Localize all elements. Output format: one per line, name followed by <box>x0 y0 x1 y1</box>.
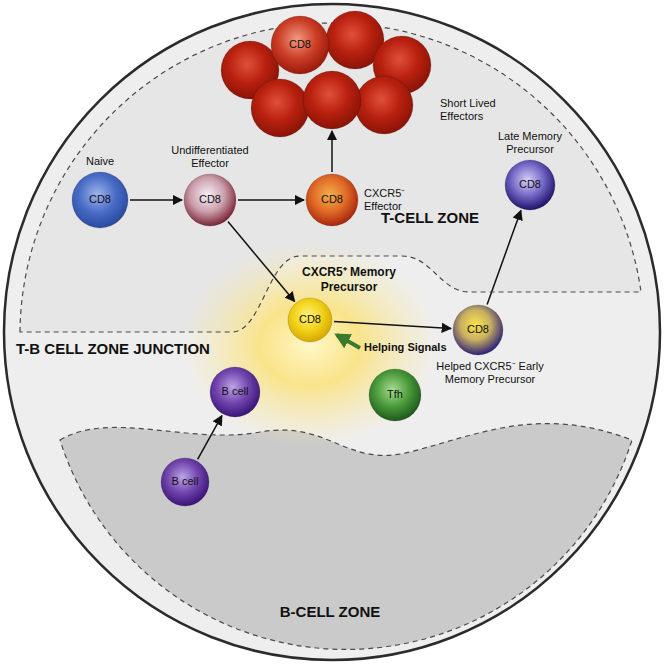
cell-body <box>306 174 358 226</box>
zone-fill <box>60 424 632 650</box>
cell-name: Tfh <box>387 388 403 401</box>
arrow-connector <box>334 321 451 328</box>
b-cell-zone: B-CELL ZONE B cell <box>58 405 638 653</box>
cell-name: CD8 <box>289 38 311 51</box>
cell-label: Undifferentiated Effector <box>160 144 260 170</box>
cell-label: Late Memory Precursor <box>493 130 567 156</box>
cell-body <box>453 305 503 355</box>
arrow-connector <box>228 222 295 302</box>
cell-body <box>288 298 332 342</box>
cell-label: CXCR5⁻ Effector <box>364 187 422 213</box>
cell-label: Short Lived Effectors <box>440 97 508 123</box>
effector-cell-body <box>355 76 413 134</box>
cell-name: CD8 <box>519 178 541 191</box>
late-memory-precursor-cell: Late Memory PrecursorCD8 <box>505 160 555 210</box>
helping-signal-arrow <box>337 335 360 348</box>
b-cell: B cell <box>161 458 209 506</box>
tfh-cell: Tfh <box>369 369 421 421</box>
arrow-connector <box>198 416 222 460</box>
zone-border <box>60 424 632 650</box>
cell-body <box>161 458 209 506</box>
arrow-connector <box>487 210 521 304</box>
cell-body <box>72 172 128 228</box>
cell-name: B cell <box>172 475 199 488</box>
cell-name: CD8 <box>321 193 343 206</box>
memory-precursor-cell: CXCR5⁺ Memory PrecursorCD8 <box>288 298 332 342</box>
effector-cell-body <box>251 79 309 137</box>
cell-body <box>184 174 236 226</box>
cell-label: CXCR5⁺ Memory Precursor <box>293 265 405 294</box>
cell-shape <box>221 11 431 137</box>
cell-name: B cell <box>222 385 249 398</box>
cell-label: Helped CXCR5⁻ Early Memory Precursor <box>426 360 554 386</box>
lymph-node-outline <box>4 4 660 660</box>
zone-fill <box>20 23 641 332</box>
cell-name: CD8 <box>467 323 489 336</box>
signal-label: Helping Signals <box>364 341 447 354</box>
effector-cell-body <box>271 16 329 74</box>
b-cell: B cell <box>210 367 260 417</box>
cell-label: Naive <box>60 155 140 168</box>
cell-name: CD8 <box>299 313 321 326</box>
effector-cell-body <box>303 71 361 129</box>
cell-body <box>210 367 260 417</box>
short-lived-effector-cluster: CD8Short Lived Effectors <box>221 11 431 137</box>
junction-label: T-B CELL ZONE JUNCTION <box>16 340 210 358</box>
cxcr5-negative-effector-cell: CD8CXCR5⁻ Effector <box>306 174 358 226</box>
cell-body <box>505 160 555 210</box>
zone-fills <box>20 23 641 649</box>
arrow-connector <box>331 131 333 172</box>
helped-early-memory-precursor-cell: CD8Helped CXCR5⁻ Early Memory Precursor <box>453 305 503 355</box>
cell-body <box>369 369 421 421</box>
arrow-connector <box>130 199 182 201</box>
arrow-connector <box>238 199 304 201</box>
zone-title: B-CELL ZONE <box>280 603 381 621</box>
cell-name: CD8 <box>199 193 221 206</box>
undifferentiated-effector-cell: Undifferentiated EffectorCD8 <box>184 174 236 226</box>
cell-name: CD8 <box>89 193 111 206</box>
naive-cd8-cell: NaiveCD8 <box>72 172 128 228</box>
zone-border <box>20 23 641 332</box>
